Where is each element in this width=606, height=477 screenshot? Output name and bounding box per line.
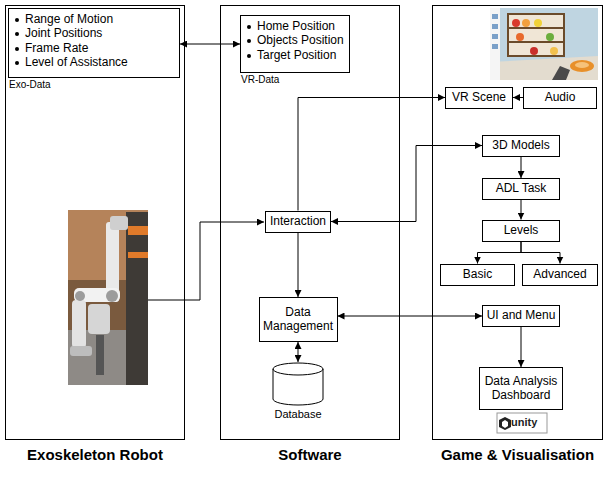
robot-photo bbox=[110, 216, 128, 230]
connector-arrow bbox=[180, 44, 240, 45]
vr-screenshot bbox=[512, 19, 520, 27]
caption-text: VR-Data bbox=[241, 74, 279, 86]
list-item: Home Position bbox=[257, 19, 345, 33]
unity-logo bbox=[497, 413, 547, 433]
database-cylinder: Database bbox=[272, 362, 324, 406]
caption-text: Database bbox=[248, 408, 348, 420]
data-list-box: Range of MotionJoint PositionsFrame Rate… bbox=[8, 8, 180, 78]
vr-screenshot bbox=[492, 14, 498, 19]
process-box: Data Management bbox=[259, 297, 338, 342]
robot-photo bbox=[68, 210, 148, 385]
vr-screenshot bbox=[492, 34, 498, 39]
caption-text: Exo-Data bbox=[9, 79, 51, 91]
unity-logo bbox=[497, 413, 547, 433]
list-item: Objects Position bbox=[257, 33, 345, 47]
process-box: Levels bbox=[482, 220, 560, 242]
connector-arrow bbox=[521, 242, 560, 264]
box-label: UI and Menu bbox=[486, 309, 556, 323]
box-label: Data Management bbox=[263, 306, 334, 334]
connector-arrow bbox=[521, 327, 522, 367]
box-label: Interaction bbox=[269, 215, 327, 229]
vr-screenshot bbox=[570, 60, 594, 72]
box-label: Levels bbox=[486, 224, 556, 238]
robot-photo bbox=[128, 226, 148, 235]
section-panel: Game & VisualisationVR SceneAudio3D Mode… bbox=[432, 5, 603, 440]
connector-arrow bbox=[521, 157, 522, 179]
process-box: 3D Models bbox=[482, 135, 560, 157]
section-title: Game & Visualisation bbox=[421, 446, 606, 463]
vr-screenshot bbox=[550, 47, 558, 55]
robot-photo bbox=[88, 304, 110, 334]
vr-screenshot bbox=[508, 14, 564, 56]
list-item: Joint Positions bbox=[25, 26, 175, 40]
cylinder-outline bbox=[272, 362, 324, 406]
list-item: Level of Assistance bbox=[25, 55, 175, 69]
vr-screenshot bbox=[575, 62, 589, 68]
vr-screenshot bbox=[492, 24, 498, 29]
vr-screenshot bbox=[508, 27, 564, 29]
vr-screenshot bbox=[490, 8, 500, 80]
robot-photo bbox=[72, 300, 86, 348]
robot-photo bbox=[128, 252, 148, 258]
process-box: Basic bbox=[440, 264, 515, 286]
vr-screenshot bbox=[546, 33, 554, 41]
vr-screenshot bbox=[552, 66, 570, 80]
connector-arrow bbox=[298, 233, 299, 298]
vr-screenshot bbox=[516, 33, 524, 41]
vr-screenshot bbox=[508, 41, 564, 43]
cylinder-outline bbox=[273, 369, 323, 375]
vr-screenshot bbox=[530, 47, 538, 55]
vr-screenshot bbox=[534, 19, 542, 27]
robot-photo bbox=[74, 288, 120, 302]
connector-arrow bbox=[331, 146, 482, 222]
connector-arrow bbox=[298, 342, 299, 362]
robot-photo bbox=[75, 291, 85, 301]
process-box: Advanced bbox=[522, 264, 598, 286]
vr-screenshot bbox=[490, 8, 598, 80]
list-item: Target Position bbox=[257, 48, 345, 62]
vr-screenshot bbox=[490, 56, 598, 80]
process-box: Audio bbox=[523, 87, 597, 109]
box-label: Basic bbox=[444, 268, 511, 282]
connector-arrow bbox=[513, 97, 523, 98]
robot-photo bbox=[68, 210, 148, 385]
connector-arrow bbox=[338, 316, 483, 317]
box-label: Audio bbox=[527, 91, 593, 105]
vr-screenshot bbox=[490, 8, 598, 80]
connector-arrow bbox=[478, 242, 522, 264]
unity-logo bbox=[502, 420, 508, 428]
robot-photo bbox=[126, 212, 148, 385]
vr-screenshot bbox=[492, 44, 498, 49]
box-label: Data Analysis Dashboard bbox=[483, 375, 559, 403]
connector-arrow bbox=[298, 98, 445, 211]
section-panel: Exoskeleton RobotRange of MotionJoint Po… bbox=[5, 5, 185, 440]
robot-photo bbox=[106, 290, 118, 302]
unity-logo bbox=[499, 417, 511, 430]
robot-photo bbox=[70, 346, 92, 356]
list-item: Frame Rate bbox=[25, 41, 175, 55]
list-item: Range of Motion bbox=[25, 12, 175, 26]
section-title: Software bbox=[209, 446, 411, 463]
section-title: Exoskeleton Robot bbox=[0, 446, 196, 463]
process-box: Interaction bbox=[265, 211, 331, 233]
box-label: VR Scene bbox=[449, 91, 509, 105]
section-panel: SoftwareHome PositionObjects PositionTar… bbox=[220, 5, 400, 440]
connector-arrow bbox=[521, 200, 522, 220]
process-box: UI and Menu bbox=[482, 305, 560, 327]
box-label: 3D Models bbox=[486, 139, 556, 153]
vr-screenshot bbox=[522, 19, 530, 27]
box-label: ADL Task bbox=[486, 182, 556, 196]
process-box: Data Analysis Dashboard bbox=[479, 367, 563, 410]
box-label: Advanced bbox=[526, 268, 594, 282]
photo-link-line bbox=[148, 222, 264, 300]
process-box: VR Scene bbox=[445, 87, 513, 109]
cylinder-outline bbox=[273, 363, 323, 405]
data-list-box: Home PositionObjects PositionTarget Posi… bbox=[240, 15, 350, 73]
robot-photo bbox=[96, 335, 104, 375]
process-box: ADL Task bbox=[482, 178, 560, 200]
logo-text: unity bbox=[511, 416, 537, 428]
